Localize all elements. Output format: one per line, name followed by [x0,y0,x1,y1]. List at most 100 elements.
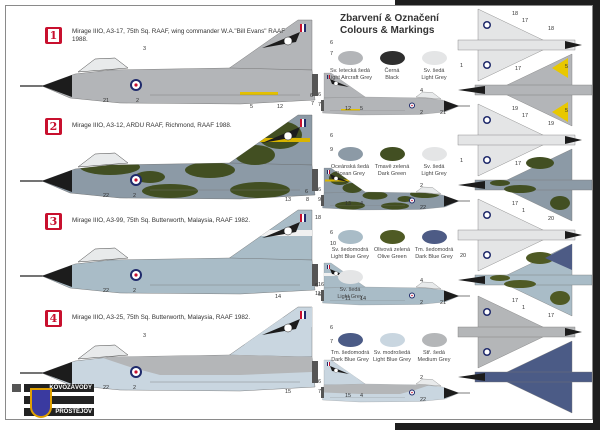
scheme-badge-1: 1 [45,27,62,44]
callout-number: 4 [360,393,363,399]
canopy [415,91,442,100]
camo-patch [550,196,570,210]
camo-patch [135,171,165,183]
roundel-icon [411,391,413,394]
exhaust [321,387,324,398]
roundel-icon [484,349,490,355]
callout-number: 1 [460,158,463,164]
callout-number: 22 [420,205,426,211]
color-name-czech: Tm. šedomodrá [330,350,370,356]
callout-number: 14 [275,294,281,300]
color-name-english: Light Grey [421,74,447,81]
exhaust [312,74,318,96]
underside-view-2 [457,103,582,177]
nose-cone [565,136,582,144]
color-chip [379,230,405,244]
fin-chevron [330,79,349,87]
callout-number: 22 [103,193,109,199]
canopy [415,186,442,195]
squadron-emblem [333,176,339,181]
callout-number: 6 [330,40,333,46]
squadron-emblem [333,368,339,373]
callout-number: 12 [277,104,283,110]
upper-view-3 [458,243,593,317]
callout-number: 6 [318,379,321,385]
nose-cone [444,195,459,207]
roundel-icon [484,212,490,218]
camo-patch [142,184,198,198]
callout-number: 17 [512,201,518,207]
callout-number: 7 [318,389,321,395]
scheme-badge-4: 4 [45,310,62,327]
fuselage [457,134,576,146]
color-name-czech: Tm. šedomodrá [414,247,454,253]
camo-patch [381,202,409,210]
callout-number: 6 [330,133,333,139]
upper-view-4 [458,340,593,414]
color-name-czech: Sv. modrošedá [373,350,411,356]
color-chip [421,147,447,161]
fin-flash [329,362,330,366]
camouflage [325,171,440,210]
color-name-english: Light Blue Grey [331,253,369,260]
fin-flash [328,362,329,366]
fin-flash [302,214,304,222]
callout-number: 6 [318,92,321,98]
scheme-number: 2 [48,120,59,133]
logo-shield [30,388,52,418]
color-name-czech: Sv. šedá [423,68,445,74]
right-black-bar [593,0,600,430]
callout-number: 21 [440,110,446,116]
color-chip [379,51,405,65]
colours-markings-heading: Zbarvení & Označení Colours & Markings [340,13,439,37]
callout-number: 5 [565,108,568,114]
rear-profile-4 [321,359,470,403]
fuselage [322,96,460,116]
fin-flash [304,311,306,319]
color-name-czech: Sv. šedá [423,164,445,170]
exhaust [321,100,324,111]
roundel-icon [484,309,490,315]
callout-number: 18 [548,26,554,32]
rear-profile-2 [321,167,470,211]
callout-number: 2 [133,288,136,294]
camo-patch [362,191,388,200]
camo-patch [490,275,510,281]
callout-number: 14 [360,296,366,302]
callout-number: 1 [522,208,525,214]
exhaust [321,195,324,206]
callout-number: 17 [522,18,528,24]
camo-patch [397,196,413,202]
exhaust [312,169,318,191]
roundel-icon [411,199,413,202]
squadron-emblem [333,81,339,86]
color-name-czech: Sv. šedá [339,287,361,293]
nose-cone [565,328,582,336]
fin-chevron [262,32,300,48]
callout-number: 8 [306,197,309,203]
canopy [415,378,442,387]
roundel-icon [484,252,490,258]
color-chip [379,333,405,347]
nose-cone [444,387,459,399]
nose-cone [458,373,485,381]
color-name-english: Dark Blue Grey [331,356,369,363]
color-name-czech: Tmavě zelená [374,164,410,170]
squadron-emblem [283,36,293,46]
scheme-caption-1: Mirage IIIO, A3-17, 75th Sq. RAAF, wing … [72,28,286,43]
color-name-english: Olive Green [377,253,407,260]
yellow-triangle [552,58,568,78]
camo-patch [504,185,536,193]
color-name-czech: Černá [384,68,400,74]
scheme-caption-3: Mirage IIIO, A3-99, 75th Sq. Butterworth… [72,217,251,224]
color-chip [337,333,363,347]
